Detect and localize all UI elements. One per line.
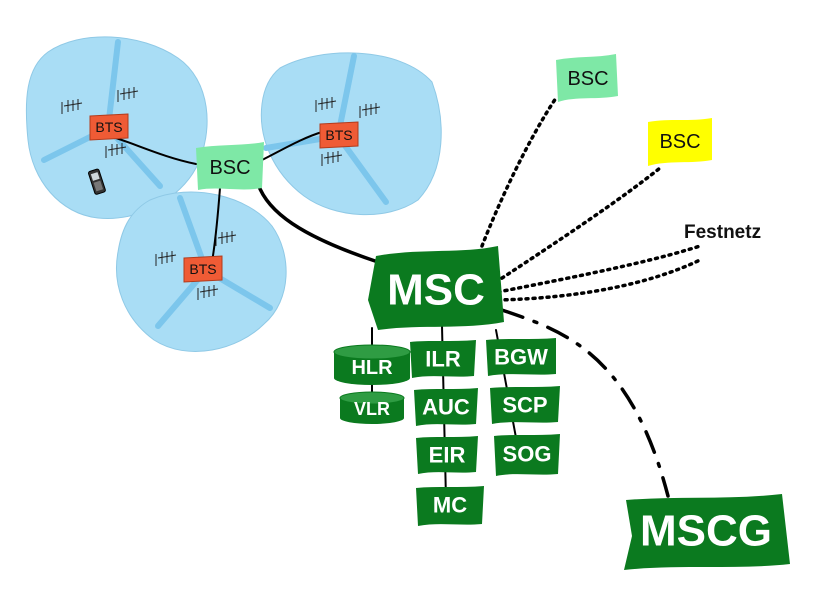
sog-label: SOG <box>503 442 552 467</box>
scp-node[interactable]: SCP <box>490 386 560 424</box>
bts-2-label: BTS <box>325 127 352 143</box>
hlr-label: HLR <box>351 357 393 379</box>
bsc-remote-yellow-label: BSC <box>659 131 700 153</box>
bgw-label: BGW <box>494 345 548 370</box>
bts-3-label: BTS <box>189 261 216 277</box>
hlr-database[interactable]: HLR <box>333 344 411 385</box>
bgw-node[interactable]: BGW <box>486 338 556 376</box>
bsc-remote-green[interactable]: BSC <box>556 54 618 102</box>
bsc-main-label: BSC <box>209 157 250 179</box>
ilr-node[interactable]: ILR <box>410 340 476 378</box>
auc-node[interactable]: AUC <box>414 388 478 426</box>
scp-label: SCP <box>502 393 547 418</box>
mobile-phone-icon <box>88 168 106 195</box>
mscg-node[interactable]: MSCG <box>624 494 790 570</box>
mc-node[interactable]: MC <box>416 486 484 526</box>
mc-label: MC <box>433 493 467 518</box>
msc-node[interactable]: MSC <box>368 246 504 330</box>
bts-3[interactable]: BTS <box>183 255 223 283</box>
eir-node[interactable]: EIR <box>416 436 478 474</box>
links <box>115 96 702 501</box>
eir-label: EIR <box>429 443 466 468</box>
bts-2[interactable]: BTS <box>319 121 359 149</box>
vlr-database[interactable]: VLR <box>339 391 405 424</box>
auc-label: AUC <box>422 395 470 420</box>
bts-1[interactable]: BTS <box>89 113 129 141</box>
bsc-remote-yellow[interactable]: BSC <box>648 118 712 166</box>
bsc-main[interactable]: BSC <box>196 142 264 190</box>
festnetz-label: Festnetz <box>684 222 761 243</box>
bts-1-label: BTS <box>95 119 122 135</box>
msc-label: MSC <box>387 266 485 315</box>
bsc-remote-green-label: BSC <box>567 68 608 90</box>
mscg-label: MSCG <box>640 507 772 556</box>
sog-node[interactable]: SOG <box>494 434 560 476</box>
vlr-label: VLR <box>354 399 390 419</box>
ilr-label: ILR <box>425 347 461 372</box>
